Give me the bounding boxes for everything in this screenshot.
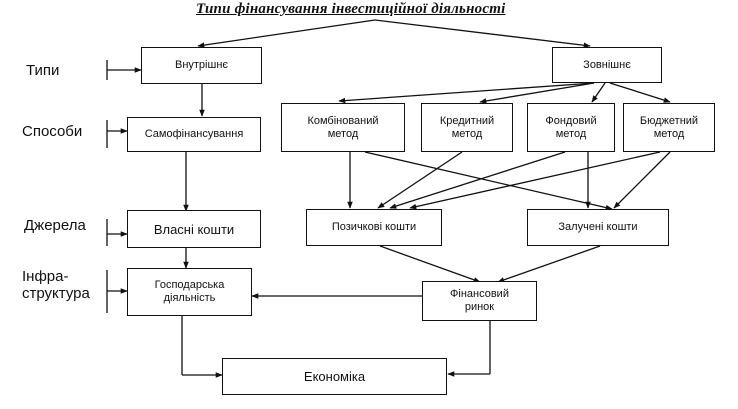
node-combined-method: Комбінований метод xyxy=(281,103,405,152)
node-stock-method: Фондовий метод xyxy=(527,103,615,152)
node-attracted-funds: Залучені кошти xyxy=(527,209,669,246)
row-label-types: Типи xyxy=(26,62,60,79)
node-financial-market: Фінансовий ринок xyxy=(422,281,537,321)
row-label-methods: Способи xyxy=(22,123,83,140)
arrow-attracted-to-market xyxy=(497,245,601,283)
diagram-title: Типи фінансування інвестиційної діяльнос… xyxy=(196,1,506,17)
arrow-borrowed-to-market xyxy=(379,245,481,283)
arrow-external-to-credit xyxy=(479,82,595,104)
node-self-financing: Самофінансування xyxy=(127,117,261,152)
node-economic-activity: Господарська діяльність xyxy=(127,268,252,316)
arrow-stock-to-borrowed xyxy=(389,151,566,209)
arrow-budget-to-borrowed xyxy=(409,151,661,210)
node-budget-method: Бюджетний метод xyxy=(623,103,715,152)
node-internal: Внутрішнє xyxy=(141,47,262,84)
node-credit-method: Кредитний метод xyxy=(421,103,513,152)
node-borrowed-funds: Позичкові кошти xyxy=(306,209,442,246)
row-label-infrastructure: Інфра- структура xyxy=(22,268,90,302)
arrow-title-to-internal xyxy=(197,19,376,48)
arrow-external-to-budget xyxy=(609,82,671,103)
arrow-combined-to-attracted xyxy=(364,151,613,211)
arrow-credit-to-borrowed xyxy=(377,151,463,209)
node-economy: Економіка xyxy=(222,358,447,395)
arrow-budget-to-attracted xyxy=(613,151,671,209)
arrow-external-to-combined xyxy=(338,82,595,104)
arrow-external-to-stock xyxy=(591,82,606,103)
node-external: Зовнішнє xyxy=(552,47,662,83)
row-label-sources: Джерела xyxy=(24,217,86,234)
arrow-title-to-external xyxy=(374,19,591,49)
node-own-funds: Власні кошти xyxy=(127,210,261,248)
